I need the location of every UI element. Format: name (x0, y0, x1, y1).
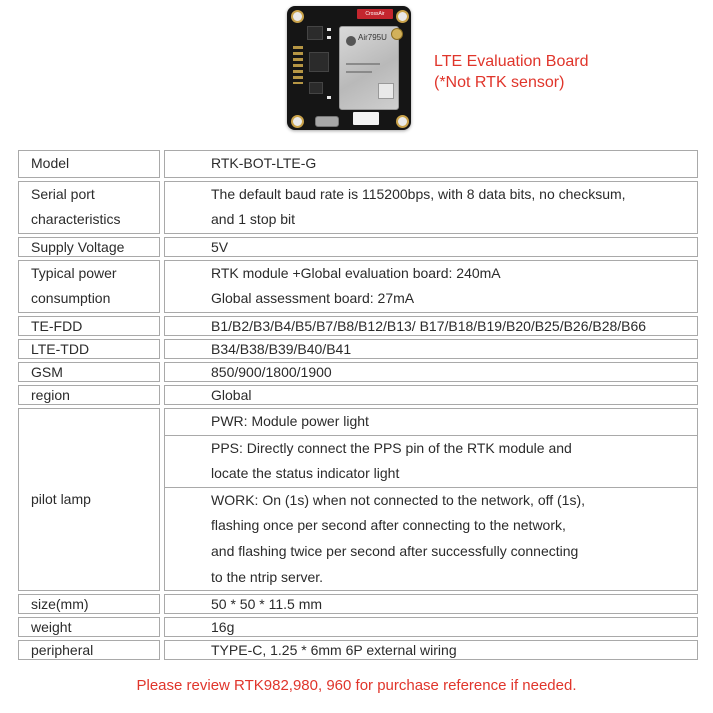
table-row: size(mm) 50 * 50 * 11.5 mm (18, 594, 698, 615)
table-row: pilot lamp PWR: Module power light PPS: … (18, 407, 698, 592)
mount-hole (396, 10, 409, 23)
lte-board-image: CrossAir Air795U (287, 6, 411, 130)
purchase-note: Please review RTK982,980, 960 for purcha… (136, 677, 577, 694)
spec-label: Model (18, 150, 160, 178)
spec-label: pilot lamp (18, 407, 160, 592)
spec-label: Supply Voltage (18, 236, 160, 257)
table-row: Supply Voltage 5V (18, 236, 698, 257)
table-row: GSM 850/900/1800/1900 (18, 361, 698, 382)
table-row: Model RTK-BOT-LTE-G (18, 150, 698, 178)
pin-header (293, 46, 303, 84)
chip (309, 82, 323, 94)
spec-value: 16g (164, 617, 698, 638)
spec-value: The default baud rate is 115200bps, with… (164, 180, 698, 234)
spec-value: 5V (164, 236, 698, 257)
spec-value: B34/B38/B39/B40/B41 (164, 338, 698, 359)
spec-label: GSM (18, 361, 160, 382)
spec-value: Global (164, 384, 698, 405)
table-row: Serial port characteristics The default … (18, 180, 698, 234)
spec-value: RTK module +Global evaluation board: 240… (164, 259, 698, 313)
spec-label: LTE-TDD (18, 338, 160, 359)
module-logo-icon (346, 36, 356, 46)
chip (307, 26, 323, 40)
mount-hole (396, 115, 409, 128)
spec-value: B1/B2/B3/B4/B5/B7/B8/B12/B13/ B17/B18/B1… (164, 315, 698, 336)
product-header: CrossAir Air795U LTE Evaluation Board (*… (0, 0, 713, 140)
lte-module: Air795U (339, 26, 399, 110)
led (327, 96, 331, 99)
row-divider (165, 486, 697, 488)
usb-c-port (315, 116, 339, 127)
led (327, 36, 331, 39)
board-caption: LTE Evaluation Board (*Not RTK sensor) (434, 53, 589, 91)
row-divider (165, 434, 697, 436)
spec-label: TE-FDD (18, 315, 160, 336)
top-connector: CrossAir (357, 9, 393, 19)
spec-label: peripheral (18, 640, 160, 661)
spec-label: weight (18, 617, 160, 638)
spec-table: Model RTK-BOT-LTE-G Serial port characte… (18, 147, 698, 663)
table-row: LTE-TDD B34/B38/B39/B40/B41 (18, 338, 698, 359)
jst-connector (353, 112, 379, 125)
table-row: region Global (18, 384, 698, 405)
spec-value: RTK-BOT-LTE-G (164, 150, 698, 178)
led (327, 28, 331, 31)
spec-value: PWR: Module power light PPS: Directly co… (164, 407, 698, 592)
antenna-connector (391, 28, 403, 40)
spec-value: TYPE-C, 1.25 * 6mm 6P external wiring (164, 640, 698, 661)
mount-hole (291, 10, 304, 23)
table-row: TE-FDD B1/B2/B3/B4/B5/B7/B8/B12/B13/ B17… (18, 315, 698, 336)
spec-label: region (18, 384, 160, 405)
mount-hole (291, 115, 304, 128)
spec-value: 850/900/1800/1900 (164, 361, 698, 382)
spec-label: Serial port characteristics (18, 180, 160, 234)
table-row: Typical power consumption RTK module +Gl… (18, 259, 698, 313)
chip (309, 52, 329, 72)
spec-value: 50 * 50 * 11.5 mm (164, 594, 698, 615)
spec-label: size(mm) (18, 594, 160, 615)
table-row: peripheral TYPE-C, 1.25 * 6mm 6P externa… (18, 640, 698, 661)
spec-label: Typical power consumption (18, 259, 160, 313)
table-row: weight 16g (18, 617, 698, 638)
qr-code-icon (378, 83, 394, 99)
